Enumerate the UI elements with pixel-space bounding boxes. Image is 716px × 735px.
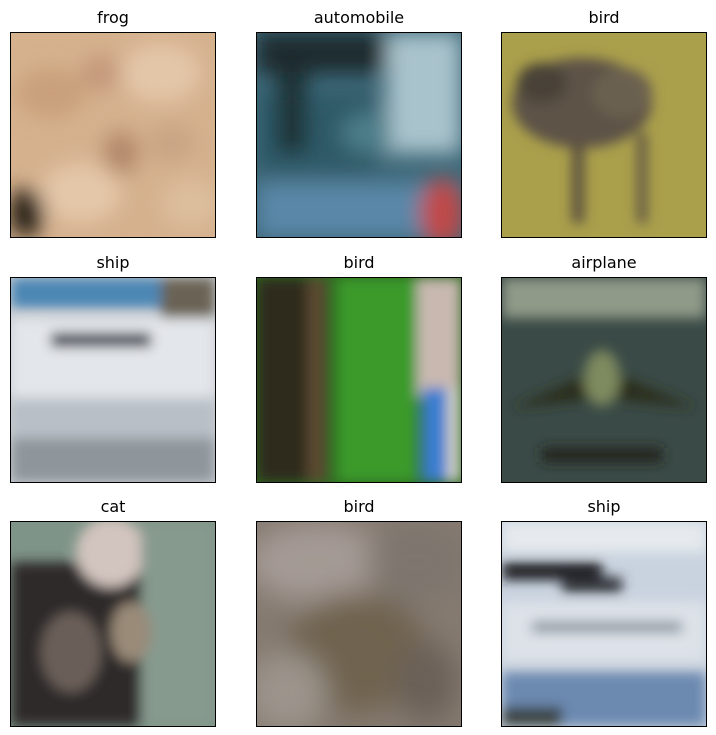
frog-image xyxy=(11,33,215,237)
bird-image xyxy=(257,522,461,726)
panel-image xyxy=(256,521,462,727)
panel-image xyxy=(10,521,216,727)
bird-image xyxy=(257,278,461,482)
panel-image xyxy=(501,32,707,238)
panel-title: ship xyxy=(587,497,621,516)
ship-image xyxy=(11,278,215,482)
airplane-image xyxy=(502,278,706,482)
panel-title: bird xyxy=(588,8,620,27)
bird-image xyxy=(502,33,706,237)
panel-title: cat xyxy=(100,497,126,516)
panel-image xyxy=(10,32,216,238)
panel-image xyxy=(256,277,462,483)
automobile-image xyxy=(257,33,461,237)
ship-image xyxy=(502,522,706,726)
panel-title: ship xyxy=(96,253,130,272)
panel-image xyxy=(501,521,707,727)
panel-title: airplane xyxy=(571,253,637,272)
panel-title: automobile xyxy=(313,8,405,27)
panel-image xyxy=(256,32,462,238)
panel-image xyxy=(501,277,707,483)
panel-title: bird xyxy=(343,497,375,516)
cat-image xyxy=(11,522,215,726)
panel-title: bird xyxy=(343,253,375,272)
panel-title: frog xyxy=(97,8,129,27)
panel-image xyxy=(10,277,216,483)
